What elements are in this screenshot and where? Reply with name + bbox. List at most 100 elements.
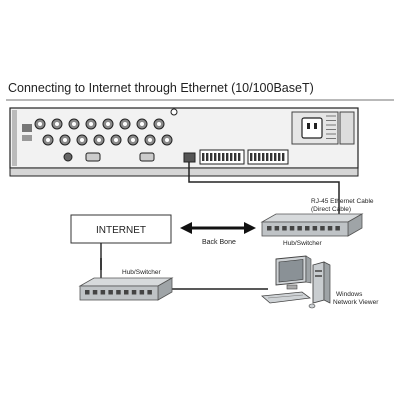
terminal-pin (218, 153, 221, 161)
hub-port (131, 290, 137, 295)
bnc-connector-core (89, 122, 93, 126)
bnc-connector-core (38, 122, 42, 126)
bnc-row-top (34, 118, 165, 130)
hub-port (147, 290, 152, 295)
terminal-pin (266, 153, 269, 161)
terminal-pin (214, 153, 217, 161)
internet-label: INTERNET (96, 225, 146, 236)
backbone-label: Back Bone (202, 239, 236, 246)
bnc-connector-core (131, 138, 135, 142)
hub-right-top (260, 213, 364, 223)
cable-label-line1: RJ-45 Ethernet Cable (311, 198, 374, 205)
hub-right-label: Hub/Switcher (283, 240, 322, 247)
power-pin (314, 123, 317, 129)
arrow-right-head (244, 222, 256, 234)
terminal-pin (210, 153, 213, 161)
terminal-pin (206, 153, 209, 161)
hub-port (312, 226, 318, 231)
terminal-pin (270, 153, 273, 161)
pc-drive-bay (315, 275, 322, 277)
power-switch (339, 111, 355, 145)
bnc-row-bottom (42, 134, 173, 146)
bnc-connector-core (148, 138, 152, 142)
bnc-connector (63, 152, 73, 162)
hub-port (116, 290, 121, 295)
hub-left-ports (85, 290, 152, 295)
terminal-pin (226, 153, 229, 161)
bnc-connector-core (80, 138, 84, 142)
hub-port (124, 290, 129, 295)
terminal-pin (254, 153, 257, 161)
monitor-screen (278, 259, 304, 283)
bnc-connector-core (157, 122, 161, 126)
arrow-left-head (180, 222, 192, 234)
cable-label-line2: (Direct Cable) (311, 206, 351, 213)
serial-connector (139, 152, 155, 162)
power-pin (307, 123, 310, 129)
hub-port (335, 226, 340, 231)
monitor-side (305, 255, 312, 284)
terminal-pin (274, 153, 277, 161)
bnc-connector-core (140, 122, 144, 126)
hub-port (289, 226, 295, 231)
bnc-connector-core (106, 122, 110, 126)
screw-icon (170, 108, 178, 116)
dvr-chassis-base (9, 167, 359, 177)
hub-port (100, 290, 106, 295)
terminal-pins (202, 153, 285, 161)
ethernet-port (183, 152, 196, 163)
hub-port (320, 226, 325, 231)
fan-slots (326, 115, 336, 139)
ethernet-cable (188, 162, 340, 215)
bnc-connector-core (63, 138, 67, 142)
internet-box (70, 214, 172, 244)
viewer-label-line2: Network Viewer (333, 299, 379, 306)
bnc-connector-core (46, 138, 50, 142)
dvr-dip-switch (22, 135, 32, 141)
vga-connector (85, 152, 101, 162)
viewer-label-line1: Windows (336, 291, 363, 298)
hub-port (327, 226, 333, 231)
terminal-pin (250, 153, 253, 161)
keyboard-keys (267, 294, 304, 299)
bnc-connector-core (72, 122, 76, 126)
power-socket (301, 117, 323, 139)
hub-port (305, 226, 310, 231)
bnc-connector-core (97, 138, 101, 142)
hub-left-label: Hub/Switcher (122, 269, 161, 276)
keyboard (261, 291, 312, 304)
terminal-pin (238, 153, 241, 161)
pc-tower-front (312, 261, 325, 304)
hub-port (267, 226, 272, 231)
terminal-pin (230, 153, 233, 161)
windows-pc (261, 255, 331, 309)
hub-port (274, 226, 280, 231)
bnc-connector-core (55, 122, 59, 126)
hub-right-device (260, 213, 364, 237)
terminal-pin (202, 153, 205, 161)
backbone-arrow (180, 222, 256, 234)
hub-port (282, 226, 287, 231)
mouse (308, 303, 316, 309)
hub-port (85, 290, 90, 295)
terminal-pin (262, 153, 265, 161)
terminal-pin (234, 153, 237, 161)
hub-right-ports (267, 226, 340, 231)
pc-drive-bay (315, 270, 322, 272)
bnc-connector-core (123, 122, 127, 126)
monitor-stand (286, 284, 298, 290)
hub-port (92, 290, 98, 295)
hub-port (108, 290, 113, 295)
bnc-connector-core (114, 138, 118, 142)
hub-port (139, 290, 145, 295)
hub-left-top (78, 277, 174, 287)
terminal-pin (258, 153, 261, 161)
dvr-dip-switch (22, 124, 32, 132)
dvr-rear-panel (9, 107, 359, 177)
terminal-pin (278, 153, 281, 161)
hub-port (297, 226, 302, 231)
bnc-connector-core (165, 138, 169, 142)
terminal-pin (222, 153, 225, 161)
